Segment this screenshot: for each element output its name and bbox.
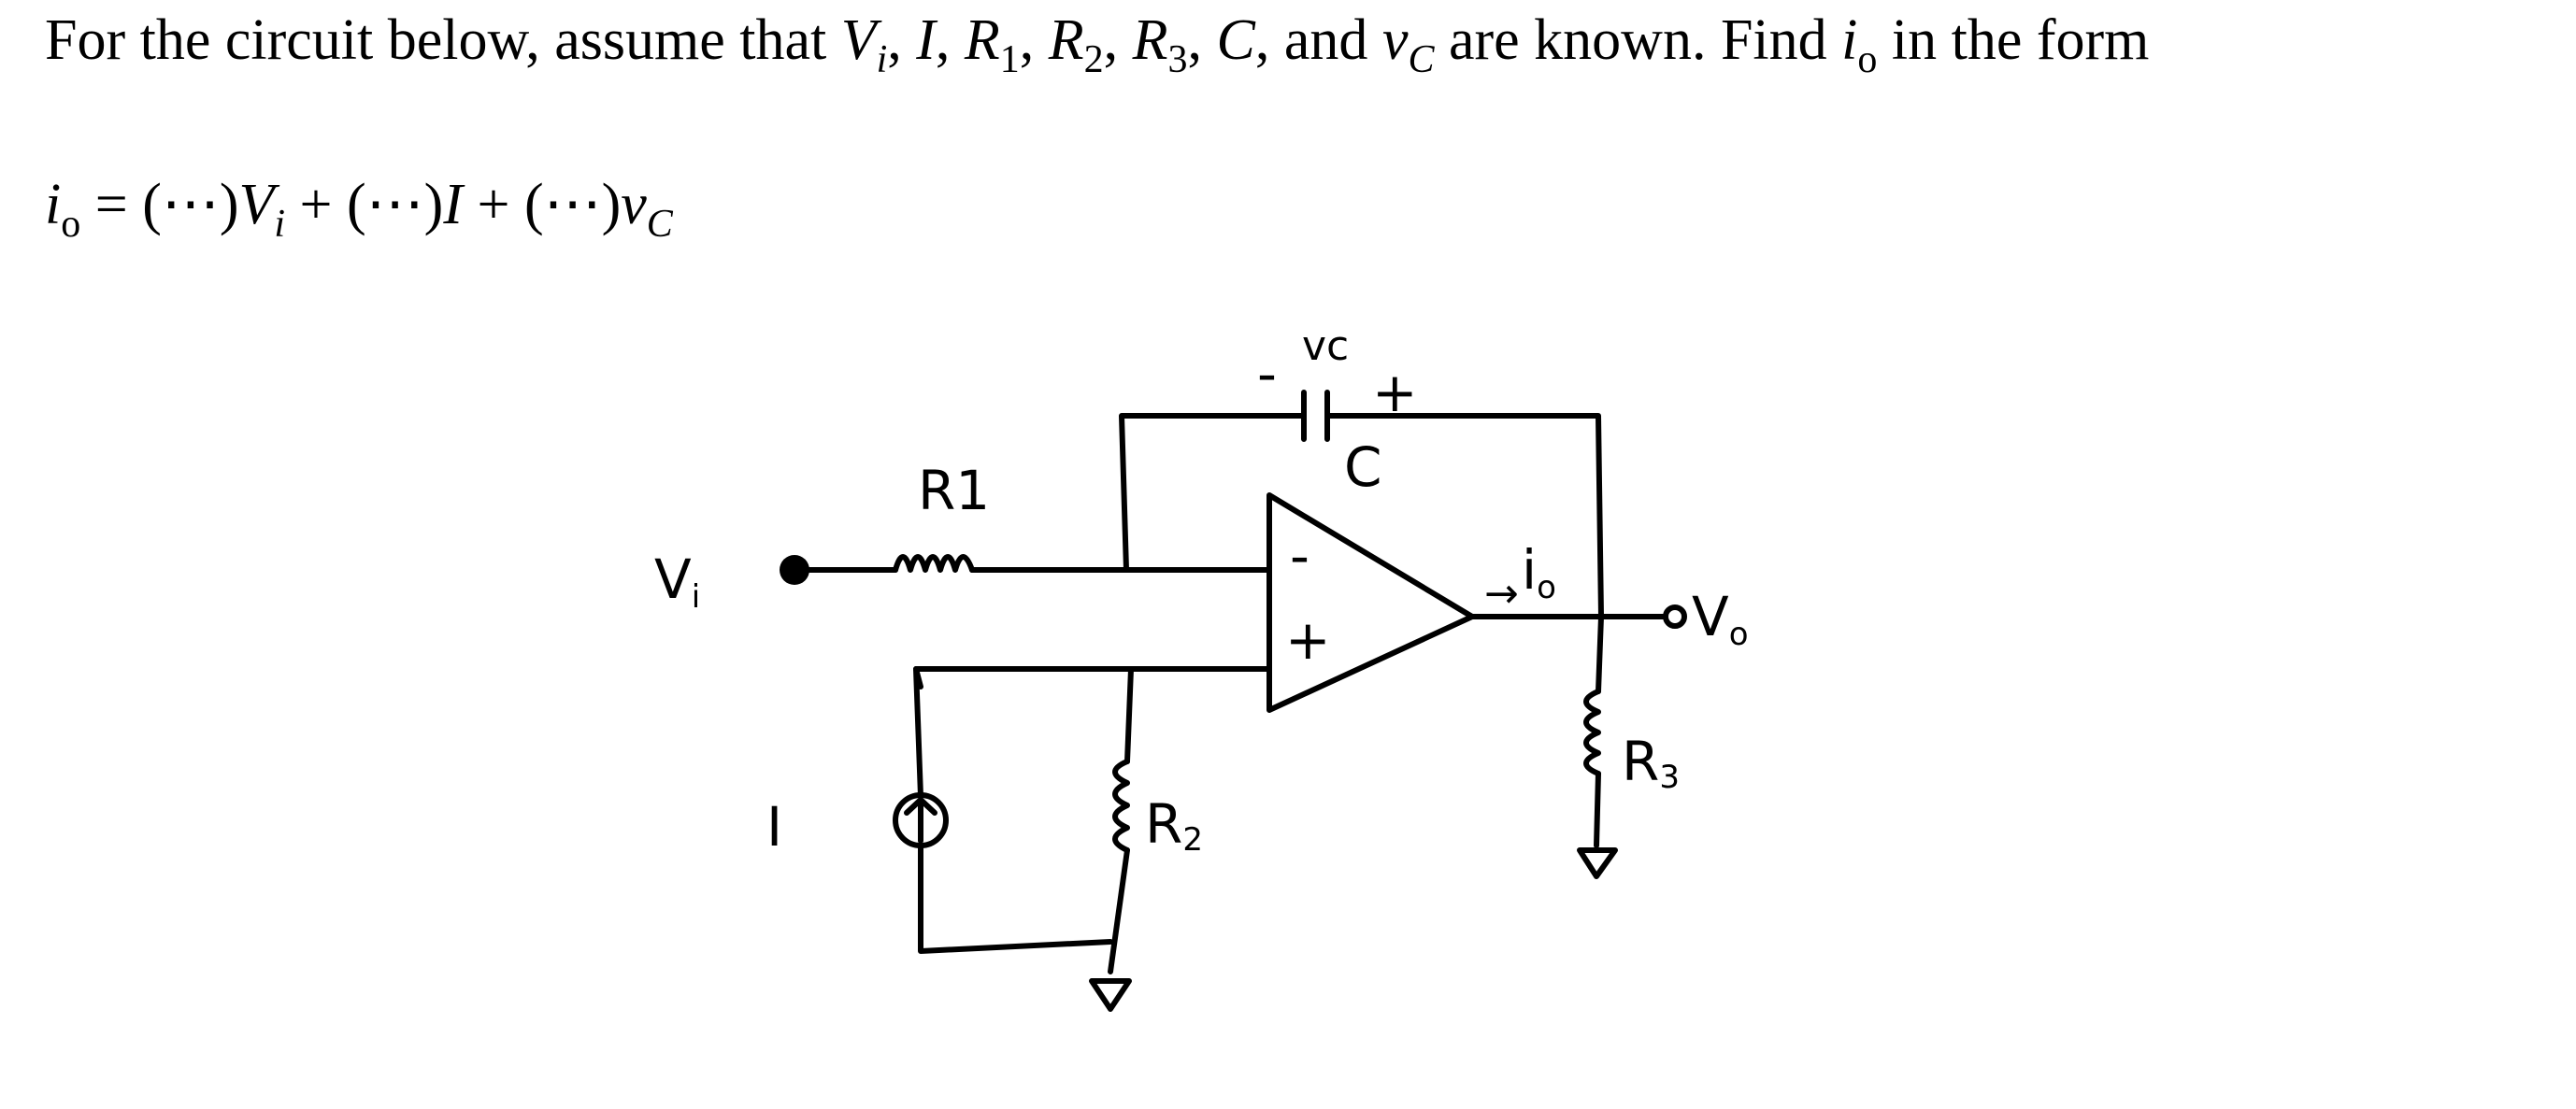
variable-sub: C (1408, 38, 1435, 81)
vc-plus-label: + (1372, 361, 1418, 424)
vo-label: Vo (1692, 585, 1749, 653)
vo-terminal (1663, 604, 1687, 629)
r1-label: R1 (918, 459, 990, 522)
variable-sub: 1 (999, 38, 1020, 81)
variable-separator: , (887, 8, 917, 72)
r3-label: R3 (1622, 730, 1680, 796)
equation-lhs-sub: o (61, 203, 81, 246)
vi-label: Vi (654, 547, 700, 616)
term-plus: + (462, 173, 524, 236)
r3-resistor (1583, 689, 1601, 776)
term-variable-sub: C (646, 203, 673, 246)
equation-lhs: i (45, 173, 62, 236)
target-equation: io = (⋯)Vi + (⋯)I + (⋯)vC (45, 176, 673, 244)
target-variable: io (1841, 8, 1878, 81)
vc-label: vc (1302, 322, 1349, 370)
wire-top-r2 (1124, 666, 1134, 764)
variable-separator: , and (1254, 8, 1382, 72)
wire-r2-ground (1108, 847, 1130, 974)
current-source-arrow-icon (904, 797, 937, 844)
variable-separator: , (1019, 8, 1049, 72)
wire-top-r3 (1596, 614, 1604, 694)
known-variables: Vi, I, R1, R2, R3, C, and vC (840, 8, 1435, 79)
term-variable-sub: i (274, 203, 286, 246)
io-arrow-icon: → (1484, 570, 1519, 618)
problem-mid: are known. Find (1434, 8, 1842, 72)
problem-tail: in the form (1877, 8, 2150, 72)
variable-separator: , (935, 8, 965, 72)
wire-bottom-source (918, 843, 1113, 954)
wire-noninverting (913, 666, 1272, 690)
problem-statement: For the circuit below, assume that Vi, I… (45, 11, 2149, 79)
variable-base: V (840, 8, 877, 72)
cap-label: C (1344, 435, 1382, 499)
term-coefficient: (⋯) (347, 173, 444, 236)
ground-right-icon (1577, 847, 1618, 879)
variable-sub: 2 (1083, 38, 1104, 81)
term-variable: I (443, 173, 463, 236)
variable-separator: , (1103, 8, 1133, 72)
ground-left-icon (1089, 978, 1132, 1012)
opamp-minus-label: - (1290, 524, 1309, 588)
wire-feedback-left (1119, 413, 1307, 573)
opamp-triangle (1267, 492, 1475, 713)
r1-resistor (893, 554, 975, 573)
term-variable: V (238, 173, 275, 236)
wire-r3-ground (1594, 771, 1601, 848)
current-source-label: I (766, 795, 782, 859)
wire-feedback-right (1324, 413, 1604, 619)
variable-sub: 3 (1167, 38, 1188, 81)
variable-base: R (1048, 8, 1084, 72)
variable-base: I (916, 8, 936, 72)
variable-base: C (1216, 8, 1255, 72)
vi-terminal (780, 555, 809, 585)
variable-sub: i (876, 38, 888, 81)
r2-label: R2 (1145, 792, 1203, 859)
io-label: io (1522, 538, 1556, 606)
opamp-plus-label: + (1285, 608, 1331, 672)
term-plus: + (285, 173, 348, 236)
equation-equals: = (80, 173, 143, 236)
variable-base: R (964, 8, 1000, 72)
term-coefficient: (⋯) (142, 173, 239, 236)
term-coefficient: (⋯) (523, 173, 622, 236)
variable-base: R (1132, 8, 1168, 72)
term-variable: v (621, 173, 647, 236)
equation-terms: (⋯)Vi + (⋯)I + (⋯)vC (142, 173, 673, 244)
wire-top-source (913, 666, 923, 799)
problem-intro: For the circuit below, assume that (45, 8, 827, 72)
vc-minus-label: - (1257, 342, 1277, 405)
capacitor (1301, 390, 1330, 442)
r2-resistor (1112, 759, 1130, 853)
variable-separator: , (1187, 8, 1217, 72)
variable-base: v (1381, 8, 1409, 72)
